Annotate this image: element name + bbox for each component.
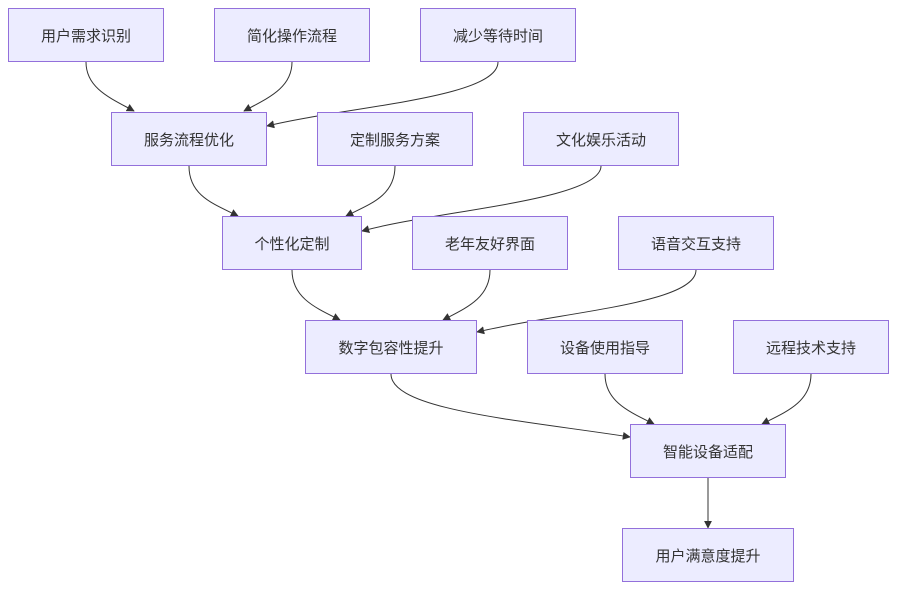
node-label: 个性化定制 [254,234,330,253]
node-device-usage-guide[interactable]: 设备使用指导 [527,320,683,374]
edge-n7-n10 [291,269,341,321]
node-digital-inclusion[interactable]: 数字包容性提升 [305,320,477,374]
node-label: 数字包容性提升 [338,338,444,357]
edge-n5-n7 [345,165,396,217]
edge-n8-n10 [442,269,491,321]
node-label: 服务流程优化 [143,130,234,149]
node-remote-tech-support[interactable]: 远程技术支持 [733,320,889,374]
node-label: 远程技术支持 [765,338,856,357]
edge-n6-n7 [361,165,602,233]
node-custom-service-plan[interactable]: 定制服务方案 [317,112,473,166]
node-simplify-operation-flow[interactable]: 简化操作流程 [214,8,370,62]
node-label: 用户需求识别 [40,26,131,45]
node-label: 减少等待时间 [452,26,543,45]
node-label: 语音交互支持 [650,234,741,253]
edge-n2-n4 [243,61,293,112]
node-cultural-entertainment[interactable]: 文化娱乐活动 [523,112,679,166]
node-reduce-wait-time[interactable]: 减少等待时间 [420,8,576,62]
edge-n10-n13 [390,373,631,440]
node-label: 智能设备适配 [662,442,753,461]
edge-n11-n13 [604,373,655,425]
node-user-satisfaction[interactable]: 用户满意度提升 [622,528,794,582]
node-label: 文化娱乐活动 [555,130,646,149]
edge-n3-n4 [266,61,499,129]
edge-n4-n7 [188,165,239,217]
node-elderly-friendly-interface[interactable]: 老年友好界面 [412,216,568,270]
node-label: 设备使用指导 [559,338,650,357]
node-label: 简化操作流程 [246,26,337,45]
node-user-needs-identification[interactable]: 用户需求识别 [8,8,164,62]
node-personalization[interactable]: 个性化定制 [222,216,362,270]
node-label: 用户满意度提升 [655,546,761,565]
node-label: 老年友好界面 [444,234,535,253]
edge-n12-n13 [761,373,812,425]
node-voice-interaction-support[interactable]: 语音交互支持 [618,216,774,270]
node-label: 定制服务方案 [349,130,440,149]
edge-n9-n10 [476,269,697,335]
edge-n1-n4 [85,61,135,112]
node-smart-device-adaptation[interactable]: 智能设备适配 [630,424,786,478]
node-service-process-optimization[interactable]: 服务流程优化 [111,112,267,166]
